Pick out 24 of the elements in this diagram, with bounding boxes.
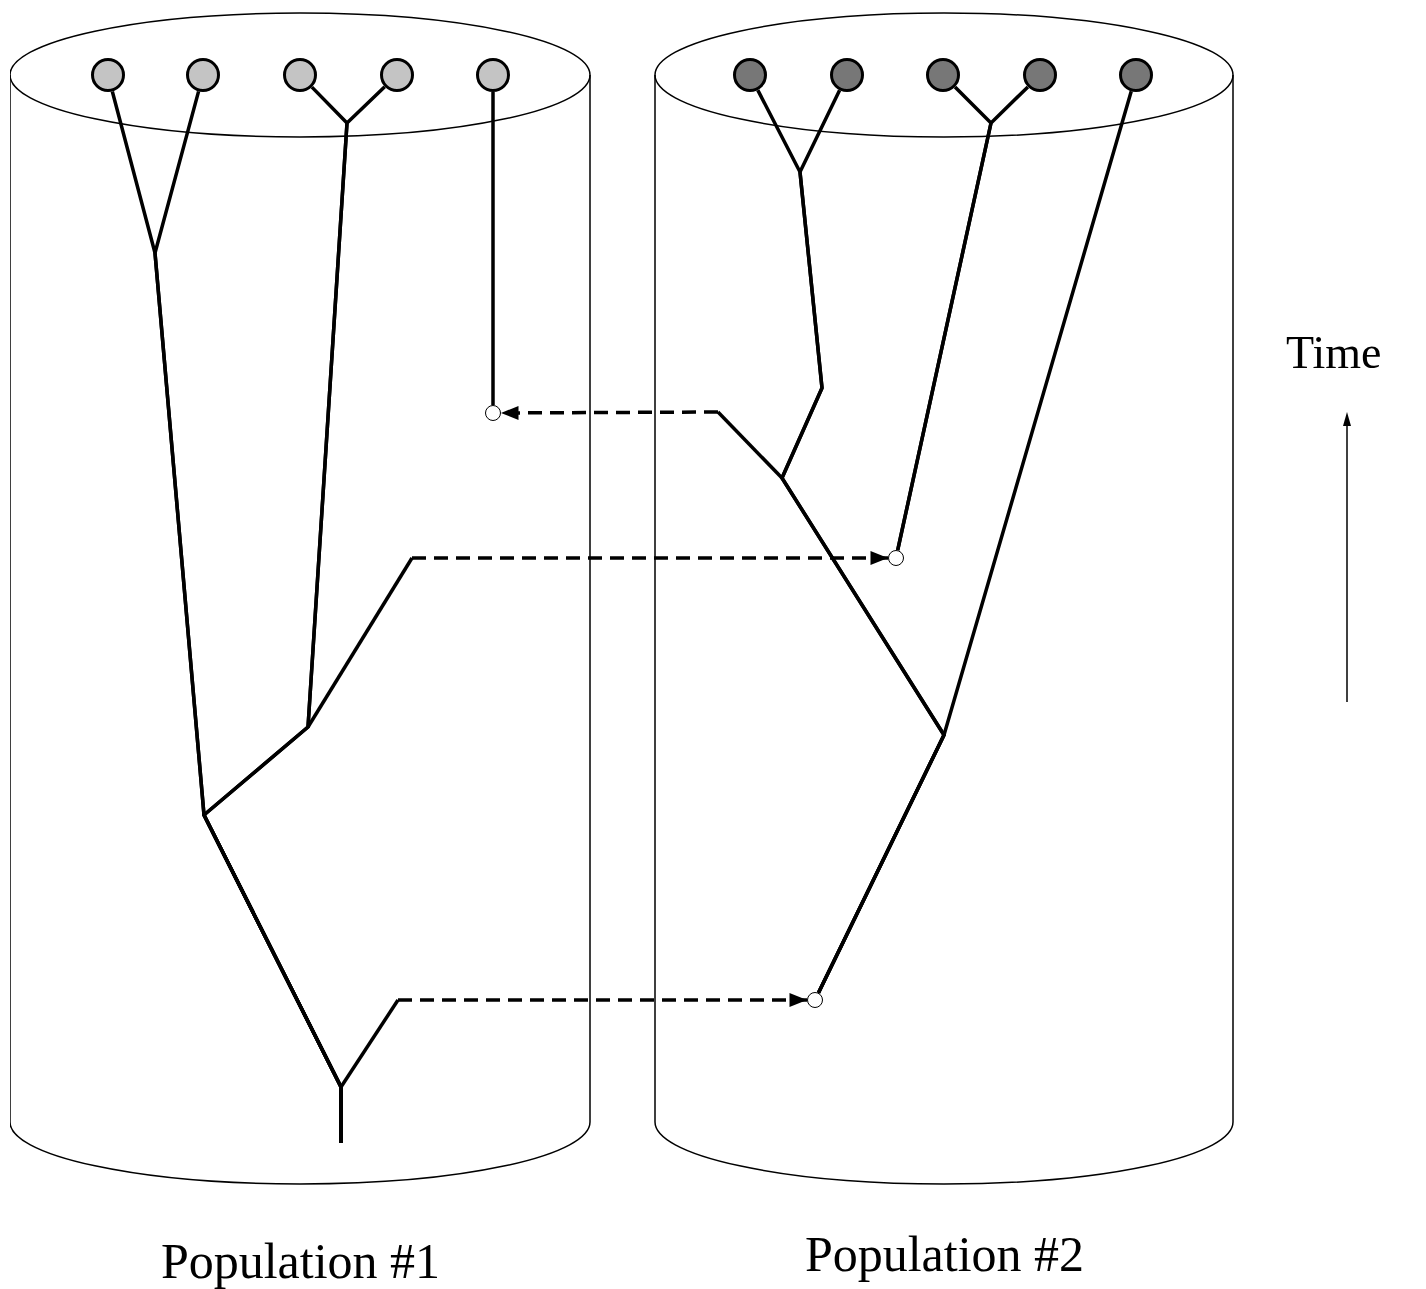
population-label: Population #2	[803, 1225, 1086, 1283]
migration-arrow	[501, 405, 718, 420]
gene-copy-circle	[91, 58, 125, 92]
gene-copy-circle	[926, 58, 960, 92]
lineage-line	[896, 85, 1030, 551]
axis-label: Time	[1286, 326, 1382, 379]
gene-copy-circle	[1119, 58, 1153, 92]
gene-copy-circle	[1023, 58, 1057, 92]
migration-arrow	[412, 551, 888, 565]
gene-copy-circle	[283, 58, 317, 92]
gene-copy-circle	[380, 58, 414, 92]
gene-copy-circle	[476, 58, 510, 92]
migration-point	[485, 405, 501, 421]
population-cylinder	[654, 10, 1235, 1280]
gene-copy-circle	[186, 58, 220, 92]
migration-arrow	[398, 993, 807, 1007]
gene-copy-circle	[830, 58, 864, 92]
lineage-line	[491, 92, 495, 405]
lineage-line	[816, 90, 1133, 994]
lineage-line	[202, 85, 386, 1143]
migration-point	[888, 550, 904, 566]
population-label: Population #1	[159, 1232, 442, 1289]
migration-point	[807, 992, 823, 1008]
gene-copy-circle	[733, 58, 767, 92]
